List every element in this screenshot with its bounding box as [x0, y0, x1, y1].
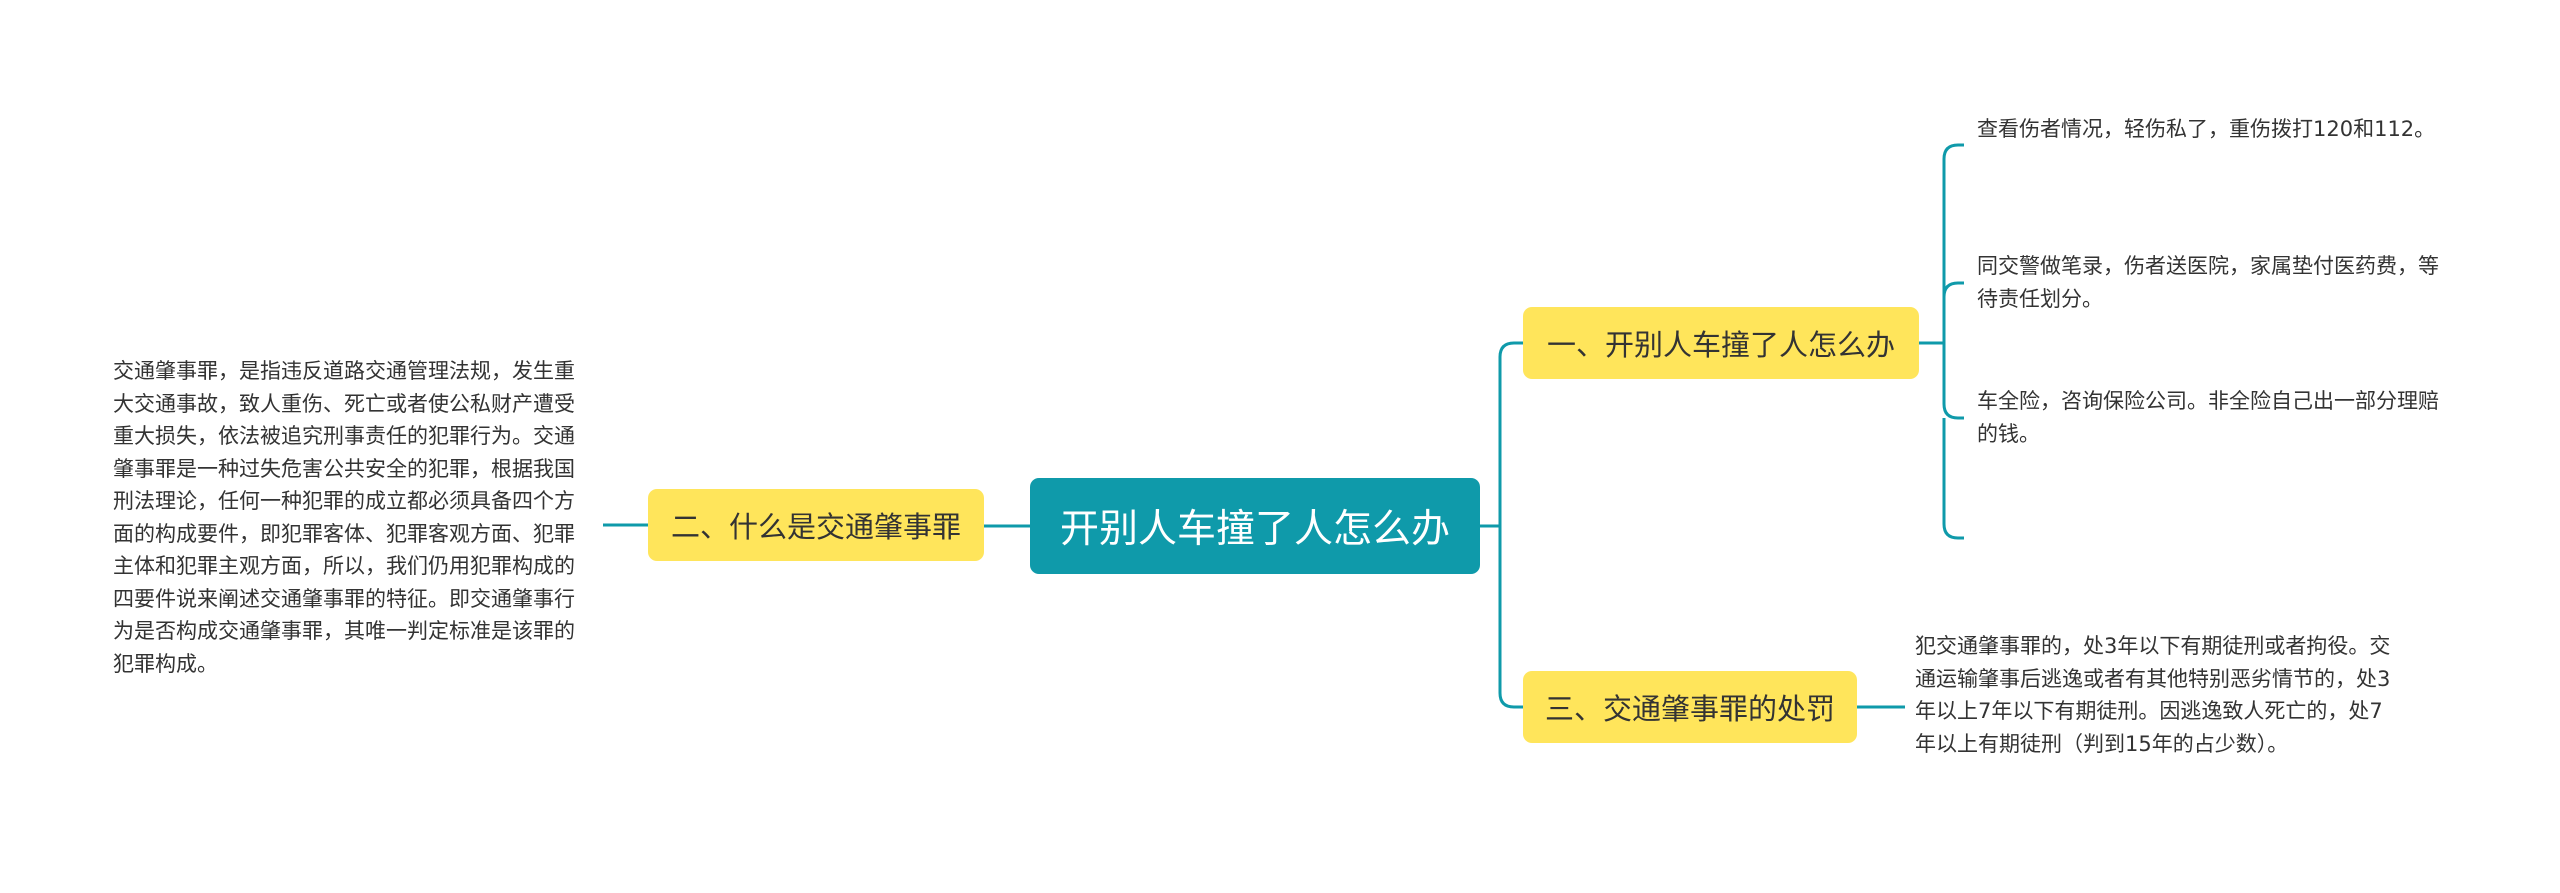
- branch-topic-3-label: 三、交通肇事罪的处罚: [1544, 692, 1835, 726]
- leaf-step-2-text: 同交警做笔录，伤者送医院，家属垫付医药费，等待责任划分。: [1977, 254, 2439, 311]
- leaf-definition-text: 交通肇事罪，是指违反道路交通管理法规，发生重大交通事故，致人重伤、死亡或者使公私…: [113, 359, 575, 676]
- root-topic[interactable]: 开别人车撞了人怎么办: [1030, 478, 1480, 574]
- connector-branch-1-leaf-2: [1942, 281, 1964, 343]
- branch-topic-2[interactable]: 二、什么是交通肇事罪: [648, 489, 984, 561]
- connector-branch-1-leaf-1: [1942, 143, 1964, 343]
- branch-topic-3[interactable]: 三、交通肇事罪的处罚: [1523, 671, 1857, 743]
- branch-topic-1-label: 一、开别人车撞了人怎么办: [1546, 328, 1895, 362]
- branch-topic-1[interactable]: 一、开别人车撞了人怎么办: [1523, 307, 1919, 379]
- connector-root-branch-1: [1498, 341, 1523, 526]
- connector-branch-1-leaf-3: [1942, 343, 1964, 420]
- leaf-step-3-text: 车全险，咨询保险公司。非全险自己出一部分理赔的钱。: [1977, 389, 2439, 446]
- connector-branch-1-leaf-end: [1942, 418, 1964, 540]
- branch-topic-2-label: 二、什么是交通肇事罪: [670, 510, 961, 544]
- root-topic-label: 开别人车撞了人怎么办: [1059, 507, 1450, 552]
- leaf-penalty-text: 犯交通肇事罪的，处3年以下有期徒刑或者拘役。交通运输肇事后逃逸或者有其他特别恶劣…: [1915, 634, 2391, 756]
- connector-root-branch-3: [1498, 526, 1523, 709]
- leaf-step-1-text: 查看伤者情况，轻伤私了，重伤拨打120和112。: [1977, 117, 2436, 141]
